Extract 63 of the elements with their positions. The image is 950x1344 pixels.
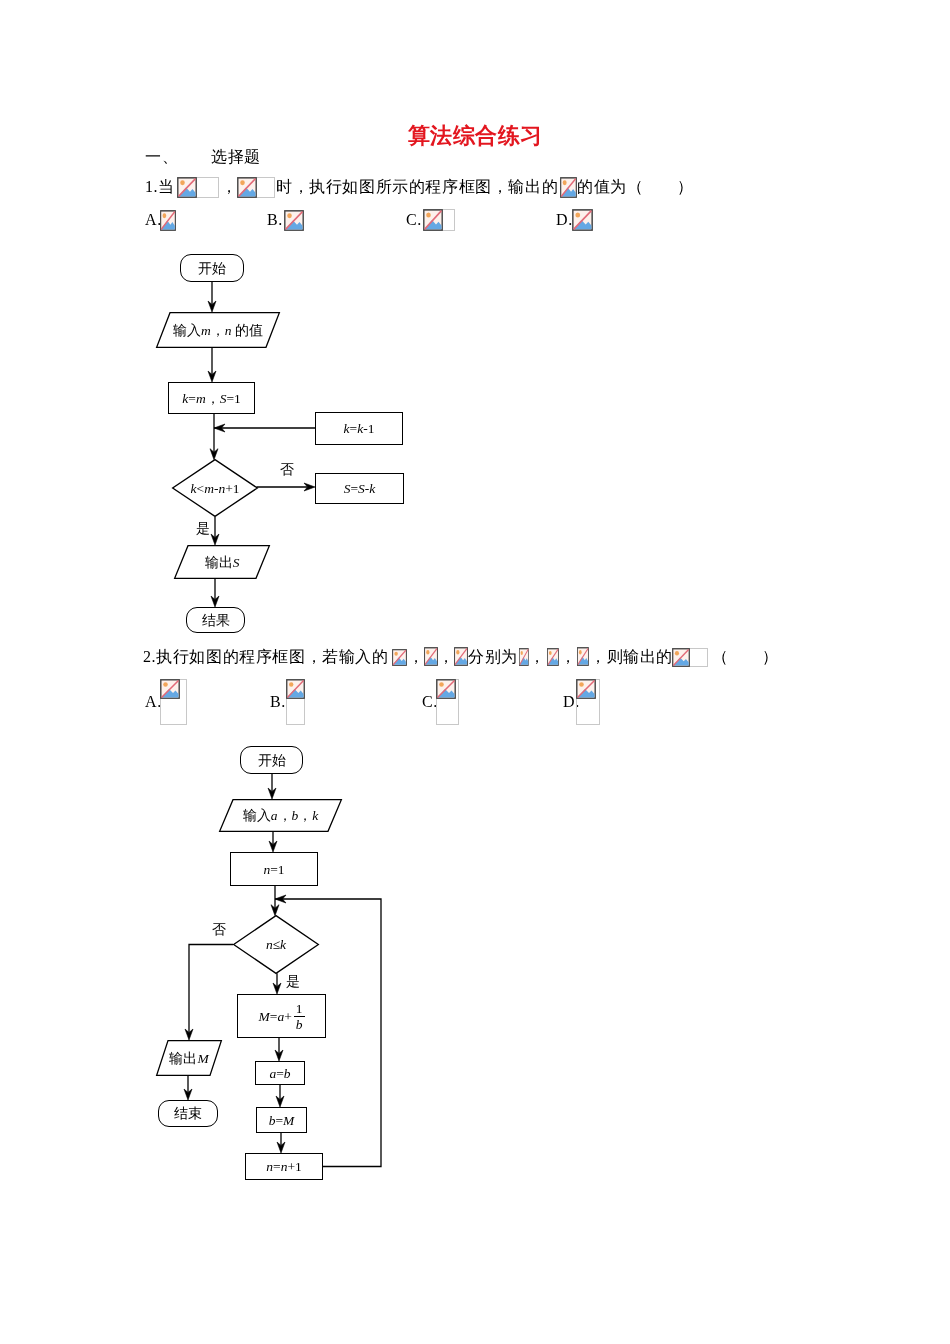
edge-label: 否 — [280, 463, 294, 477]
flow-arrow — [183, 1075, 193, 1101]
flow-arrow — [207, 281, 217, 313]
option-letter: D. — [563, 693, 580, 711]
connector-line — [274, 885, 276, 900]
input-output-parallelogram: 输出M — [156, 1040, 222, 1076]
flow-arrow — [207, 347, 217, 383]
question-text: ， — [560, 648, 577, 666]
connector-line — [213, 413, 215, 429]
terminal-box: 结果 — [186, 607, 245, 633]
answer-bracket: （ ） — [712, 648, 779, 666]
flow-arrow — [276, 1132, 286, 1154]
flow-arrow — [274, 894, 382, 1168]
input-output-parallelogram: 输出S — [174, 545, 270, 579]
question-text: 2.执行如图的程序框图，若输入的 — [143, 648, 389, 666]
question-text: 1.当 — [145, 178, 175, 196]
flow-arrow — [255, 482, 316, 492]
terminal-box: 开始 — [240, 746, 303, 774]
process-box: S=S-k — [315, 473, 404, 504]
decision-diamond: n≤k — [233, 915, 319, 974]
edge-label: 否 — [212, 923, 226, 937]
flow-arrow — [209, 427, 219, 460]
flow-arrow — [268, 831, 278, 853]
input-output-parallelogram: 输入a，b，k — [219, 799, 342, 832]
terminal-box: 结束 — [158, 1100, 218, 1127]
edge-label: 是 — [196, 522, 210, 536]
question-text: 的值为（ ） — [577, 178, 694, 196]
section-heading: 选择题 — [211, 148, 261, 166]
process-box: n=1 — [230, 852, 318, 886]
option-letter: C. — [422, 693, 438, 711]
edge-label: 是 — [286, 975, 300, 989]
decision-diamond: k<m-n+1 — [172, 459, 258, 517]
option-letter: A. — [145, 693, 162, 711]
question-text: ， — [529, 648, 546, 666]
flow-arrow — [270, 898, 280, 916]
option-letter: A. — [145, 211, 162, 229]
question-text: 时，执行如图所示的程序框图，输出的 — [276, 178, 559, 196]
question-text: ， — [408, 648, 425, 666]
process-box: a=b — [255, 1061, 305, 1085]
flow-arrow — [267, 773, 277, 800]
flow-arrow — [274, 1037, 284, 1062]
flow-arrow — [275, 1084, 285, 1108]
option-letter: B. — [267, 211, 283, 229]
process-box: k=k-1 — [315, 412, 403, 445]
title: 算法综合练习 — [407, 124, 543, 148]
flow-arrow — [184, 943, 234, 1041]
terminal-box: 开始 — [180, 254, 244, 282]
question-text: 分别为 — [468, 648, 518, 666]
option-letter: C. — [406, 211, 422, 229]
flow-arrow — [213, 423, 316, 433]
question-text: ， — [438, 648, 455, 666]
question-text: ，则输出的 — [590, 648, 673, 666]
flow-arrow — [272, 972, 282, 995]
question-text: ， — [221, 178, 238, 196]
process-box: k=m，S=1 — [168, 382, 255, 414]
process-box: b=M — [256, 1107, 307, 1133]
section-number: 一、 — [145, 148, 179, 166]
option-letter: B. — [270, 693, 286, 711]
flow-arrow — [210, 516, 220, 546]
flow-arrow — [210, 578, 220, 608]
process-box: n=n+1 — [245, 1153, 323, 1180]
option-letter: D. — [556, 211, 573, 229]
input-output-parallelogram: 输入m，n 的值 — [156, 312, 280, 348]
